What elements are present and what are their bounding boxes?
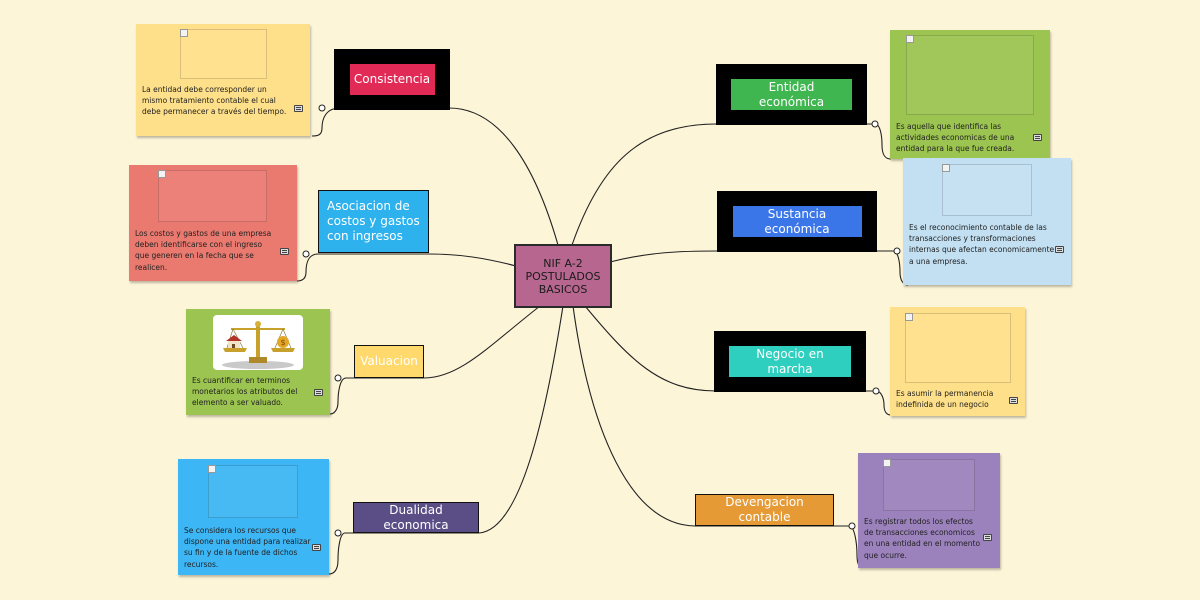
svg-text:$: $ (280, 338, 285, 347)
image-placeholder (180, 29, 267, 79)
note-icon[interactable] (1033, 134, 1042, 141)
note-card-dualidad[interactable]: Se considera los recursos que dispone un… (178, 459, 329, 575)
note-card-valuacion[interactable]: $ Es cuantificar en terminos monetarios … (186, 309, 330, 415)
link-devengacion (572, 305, 849, 527)
topic-entidad[interactable]: Entidad económica (731, 79, 852, 110)
topic-negocio-label: Negocio en marcha (756, 346, 824, 376)
central-topic-label: NIF A-2 POSTULADOS BASICOS (525, 256, 601, 296)
broken-image-icon (942, 164, 950, 172)
topic-dualidad-label: Dualidad economica (383, 502, 449, 532)
sustancia-frame: Sustancia económica (717, 191, 877, 252)
link-negocio (584, 305, 876, 392)
note-card-sustancia[interactable]: Es el reconocimiento contable de las tra… (903, 158, 1071, 285)
negocio-frame: Negocio en marcha (714, 331, 866, 392)
note-text-dualidad: Se considera los recursos que dispone un… (184, 526, 311, 569)
broken-image-icon (905, 313, 913, 321)
link-sustancia (609, 250, 893, 263)
broken-image-icon (883, 459, 891, 467)
image-placeholder (158, 170, 267, 222)
entidad-frame: Entidad económica (716, 64, 867, 125)
link-valuacion (346, 305, 541, 379)
topic-asociacion-label: Asociacion de costos y gastos con ingres… (327, 199, 420, 243)
topic-devengacion[interactable]: Devengacion contable (695, 494, 834, 526)
image-placeholder (942, 164, 1032, 216)
note-card-negocio[interactable]: Es asumir la permanencia indefinida de u… (890, 307, 1025, 416)
topic-sustancia[interactable]: Sustancia económica (732, 206, 862, 237)
broken-image-icon (208, 465, 216, 473)
topic-negocio[interactable]: Negocio en marcha (729, 346, 851, 377)
note-link-dualidad (328, 532, 346, 575)
consistencia-frame: Consistencia (334, 49, 450, 110)
note-text-negocio: Es asumir la permanencia indefinida de u… (896, 389, 994, 410)
note-text-sustancia: Es el reconocimiento contable de las tra… (909, 223, 1055, 266)
note-text-devengacion: Es registrar todos los efectos de transa… (864, 517, 981, 560)
image-placeholder (906, 35, 1034, 115)
note-text-valuacion: Es cuantificar en terminos monetarios lo… (192, 376, 298, 408)
note-icon[interactable] (1009, 397, 1018, 404)
note-card-asociacion[interactable]: Los costos y gastos de una empresa deben… (129, 165, 297, 281)
topic-valuacion[interactable]: Valuacion (354, 345, 424, 378)
note-icon[interactable] (983, 534, 992, 541)
note-icon[interactable] (280, 248, 289, 255)
image-placeholder (883, 459, 975, 511)
note-card-consistencia[interactable]: La entidad debe corresponder un mismo tr… (136, 24, 310, 136)
topic-consistencia[interactable]: Consistencia (349, 64, 435, 95)
note-text-consistencia: La entidad debe corresponder un mismo tr… (142, 85, 287, 117)
topic-valuacion-label: Valuacion (360, 354, 418, 368)
note-link-consistencia (311, 107, 341, 137)
link-asociacion (318, 253, 517, 267)
broken-image-icon (906, 35, 914, 43)
link-entidad (571, 123, 875, 246)
topic-consistencia-label: Consistencia (353, 72, 431, 86)
topic-entidad-label: Entidad económica (758, 79, 825, 109)
note-card-entidad[interactable]: Es aquella que identifica las actividade… (890, 30, 1050, 159)
central-topic[interactable]: NIF A-2 POSTULADOS BASICOS (514, 244, 612, 308)
note-link-valuacion (329, 377, 347, 415)
note-text-asociacion: Los costos y gastos de una empresa deben… (135, 229, 272, 272)
topic-devengacion-label: Devengacion contable (725, 495, 804, 524)
image-placeholder (905, 313, 1011, 383)
image-placeholder (208, 465, 298, 518)
topic-sustancia-label: Sustancia económica (764, 206, 830, 236)
topic-dualidad[interactable]: Dualidad economica (353, 502, 479, 533)
scale-money-house-image: $ (213, 315, 303, 370)
topic-asociacion[interactable]: Asociacion de costos y gastos con ingres… (318, 190, 429, 253)
note-link-negocio (875, 390, 892, 416)
link-consistencia (340, 107, 559, 246)
note-icon[interactable] (314, 389, 323, 396)
note-text-entidad: Es aquella que identifica las actividade… (896, 122, 1015, 154)
broken-image-icon (180, 29, 188, 37)
note-card-devengacion[interactable]: Es registrar todos los efectos de transa… (858, 453, 1000, 568)
note-icon[interactable] (312, 544, 321, 551)
note-link-entidad (874, 123, 892, 160)
note-icon[interactable] (1055, 246, 1064, 253)
note-icon[interactable] (294, 105, 303, 112)
link-dualidad (345, 305, 564, 534)
broken-image-icon (158, 170, 166, 178)
note-link-asociacion (296, 253, 319, 282)
